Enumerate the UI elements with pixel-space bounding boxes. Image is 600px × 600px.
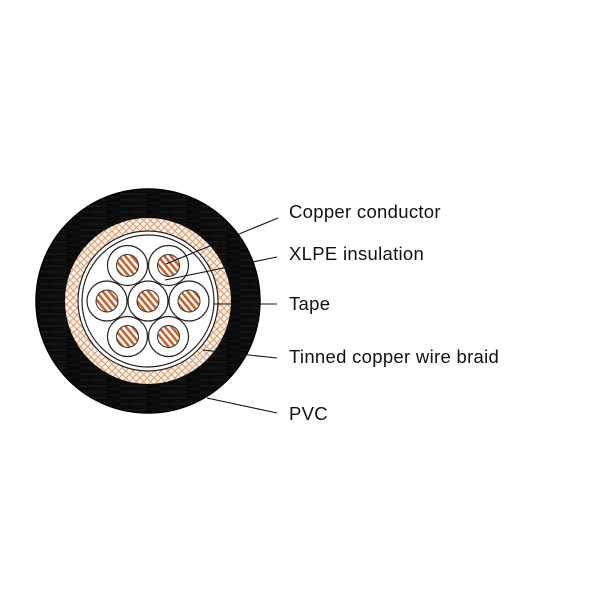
copper-conductor-2 <box>157 325 180 349</box>
copper-conductor-3 <box>116 325 139 349</box>
leader-braid <box>202 349 278 359</box>
label-pvc: PVC <box>289 403 328 424</box>
label-tape: Tape <box>289 293 330 314</box>
copper-conductor-6 <box>157 253 180 277</box>
copper-conductor-1 <box>177 289 201 313</box>
leader-conductor <box>165 217 279 265</box>
cores <box>86 244 210 358</box>
label-copper-conductor: Copper conductor <box>289 201 441 222</box>
leader-insulation <box>164 256 278 281</box>
leader-pvc <box>206 397 278 414</box>
copper-conductor-0 <box>136 289 160 313</box>
label-xlpe-insulation: XLPE insulation <box>289 243 424 264</box>
label-tinned-copper-braid: Tinned copper wire braid <box>289 346 499 367</box>
cable-cross-section <box>35 188 261 414</box>
leader-lines <box>164 217 279 414</box>
copper-conductor-5 <box>116 253 139 277</box>
copper-conductor-4 <box>95 289 119 313</box>
